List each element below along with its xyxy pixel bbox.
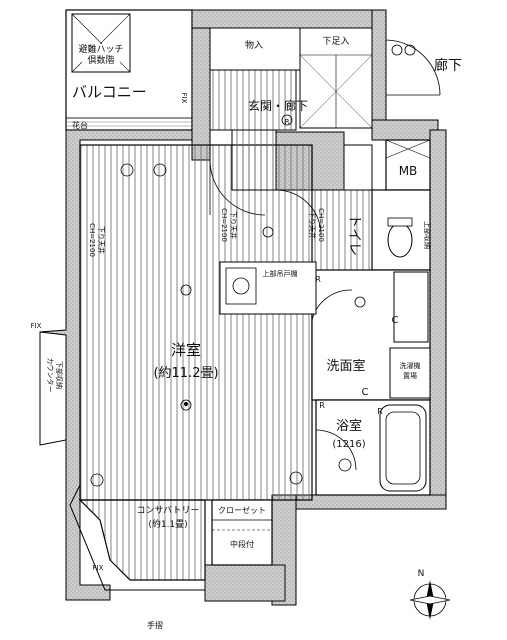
labels: 避難ハッチ 倶数階 バルコニー 花台 物入 下足入 玄関・廊下 廊下 MB トイ… (46, 36, 462, 630)
conservatory (78, 499, 206, 581)
mark-r3: R (377, 407, 383, 416)
toilet-room (371, 189, 431, 271)
bathroom-label: 浴室 (336, 418, 362, 434)
ceiling-center-label: CH=2100 (220, 208, 228, 242)
balcony-label: バルコニー (72, 83, 147, 101)
fix-left-label: FIX (31, 322, 42, 330)
mb-box (343, 139, 431, 191)
toilet-label: トイレ (346, 214, 362, 256)
mark-r1: R (285, 118, 290, 126)
ceiling-west-label: CH=2100 (88, 223, 96, 257)
storage-label: 物入 (245, 39, 263, 51)
mark-c1: C (362, 387, 369, 398)
washroom-label: 洗面室 (326, 358, 365, 374)
fix-top-label: FIX (180, 93, 188, 104)
upper-closet-label: 上部吊戸棚 (263, 269, 298, 278)
middle-shelf-label: 中段付 (230, 539, 254, 549)
hatch-label-2: 倶数階 (87, 54, 114, 66)
counter-label: カウンター (46, 358, 55, 393)
hatch-label-1: 避難ハッチ (78, 43, 123, 55)
mb-label: MB (399, 164, 418, 178)
north-label: N (418, 569, 425, 579)
upper-storage-label: 上部収納 (423, 221, 432, 249)
mark-r4: R (319, 401, 325, 410)
shoe-box-label: 下足入 (322, 36, 349, 47)
conservatory-label: コンサバトリー (137, 505, 200, 516)
flowerbed-label: 花台 (72, 120, 88, 130)
evacuation-hatch (71, 13, 131, 73)
entrance-hall (209, 27, 441, 129)
ceiling-toilet-sub-label: CH=2100 (317, 208, 325, 242)
bay-window (39, 331, 205, 591)
bathroom-size-label: (1216) (332, 439, 365, 450)
fix-bottom-label: FIX (93, 564, 104, 572)
ceiling-west-sub-label: 下り天井 (97, 226, 106, 254)
ceiling-center-sub-label: 下り天井 (229, 211, 238, 239)
compass-icon (409, 580, 451, 620)
counter-sub-label: 下部収納 (55, 361, 64, 389)
ceiling-toilet-label: 下り天井 (308, 211, 317, 239)
handrail-label: 手摺 (147, 620, 163, 630)
western-room-size-label: (約11.2畳) (153, 366, 218, 381)
entrance-label: 玄関・廊下 (248, 98, 308, 113)
mark-c2: C (392, 315, 399, 326)
closet-label: クローゼット (218, 505, 266, 515)
washer-label-1: 洗濯機 (400, 361, 421, 370)
mark-r2: R (315, 275, 321, 284)
conservatory-size-label: (約1.1畳) (148, 518, 187, 530)
washroom (311, 269, 431, 401)
western-room-floor (79, 69, 373, 501)
doors (209, 159, 357, 471)
corridor-label: 廊下 (434, 57, 462, 74)
upper-closet (219, 261, 317, 315)
western-room-label: 洋室 (171, 341, 201, 359)
notes: FIX FIX FIX CH=2100 下り天井 CH=2100 下り天井 下り… (31, 93, 425, 579)
washer-label-2: 置場 (403, 371, 417, 380)
ceiling-lights (90, 44, 416, 487)
bathroom (315, 399, 431, 496)
closet (211, 499, 273, 566)
